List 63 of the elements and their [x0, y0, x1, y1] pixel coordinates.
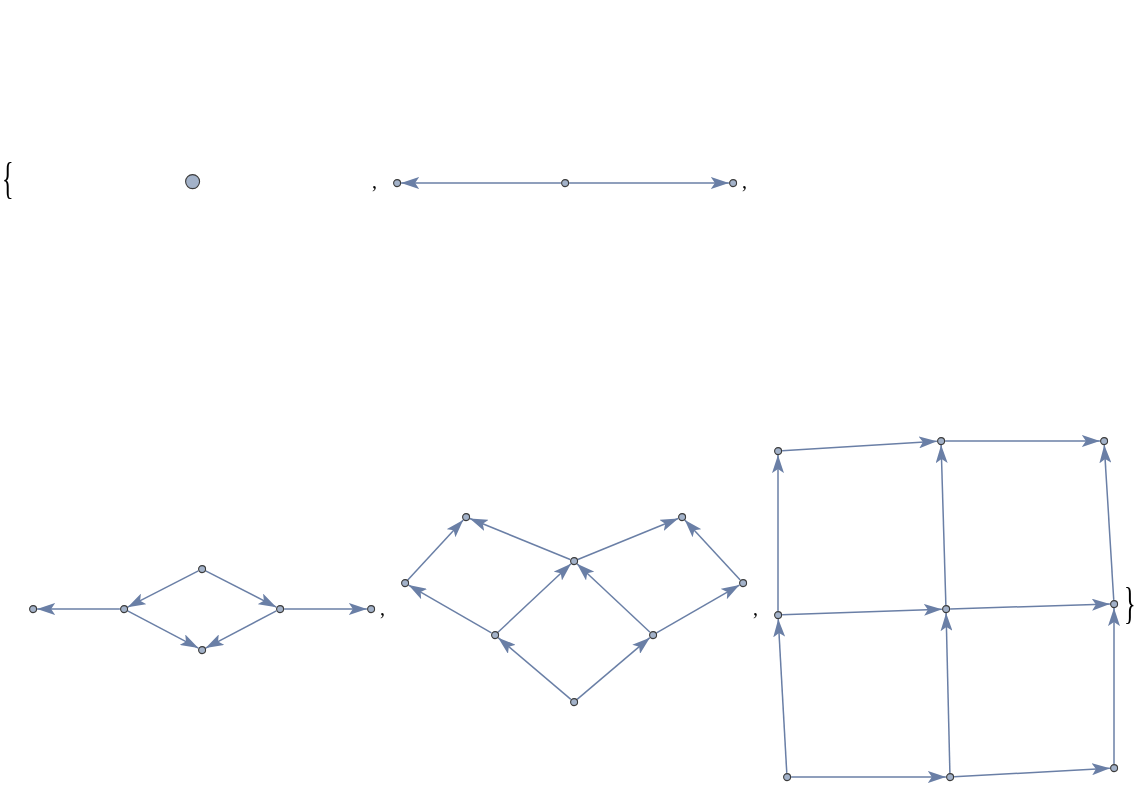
arrow: [684, 519, 741, 581]
arrow: [497, 563, 572, 633]
arrow: [772, 454, 784, 612]
graph-vertex: [936, 436, 946, 446]
graph-vertex: [782, 772, 792, 782]
arrow: [283, 603, 368, 615]
arrow: [126, 570, 200, 608]
arrow: [407, 584, 493, 634]
arrow: [577, 517, 679, 561]
arrow: [36, 603, 121, 615]
arrow: [940, 612, 953, 774]
arrow: [497, 636, 572, 701]
list-comma: ,: [372, 171, 377, 191]
arrow: [773, 618, 788, 774]
graph-vertex: [773, 446, 783, 456]
arrow: [949, 598, 1111, 611]
graph-vertex: [945, 772, 955, 782]
graph-vertex: [941, 604, 951, 614]
graph-vertex: [392, 178, 402, 188]
graph-vertex: [773, 610, 783, 620]
graph-vertex: [1099, 436, 1109, 446]
arrow: [944, 435, 1101, 447]
arrow: [400, 177, 562, 189]
graph-vertex: [1109, 599, 1119, 609]
arrow: [781, 603, 943, 616]
graph-vertex: [569, 556, 579, 566]
list-comma: ,: [753, 598, 758, 618]
graph-vertex: [28, 604, 38, 614]
graph-vertex: [569, 697, 579, 707]
graph-vertex: [119, 604, 129, 614]
arrow: [407, 519, 464, 581]
arrow: [576, 563, 651, 633]
arrow: [1108, 607, 1120, 765]
graph-vertex: [400, 578, 410, 588]
graph-vertex: [197, 564, 207, 574]
arrow: [655, 584, 741, 634]
graph-vertex: [1109, 763, 1119, 773]
arrow: [935, 444, 948, 606]
graph-vertex: [197, 645, 207, 655]
graph-vertex: [185, 174, 201, 190]
list-comma: ,: [742, 171, 747, 191]
arrow: [568, 177, 730, 189]
arrow: [790, 771, 947, 783]
graph-vertex: [677, 512, 687, 522]
graph-vertex: [738, 578, 748, 588]
list-brace: }: [1124, 582, 1136, 626]
graph-vertex: [490, 630, 500, 640]
arrow: [953, 763, 1111, 778]
graph-vertex: [275, 604, 285, 614]
list-comma: ,: [380, 598, 385, 618]
graph-vertex: [461, 512, 471, 522]
graph-vertex: [366, 604, 376, 614]
list-brace: {: [2, 157, 14, 201]
arrow: [469, 517, 571, 561]
arrow: [781, 436, 938, 452]
arrow: [576, 636, 651, 701]
graph-vertex: [648, 630, 658, 640]
graph-vertex: [728, 178, 738, 188]
arrow: [204, 570, 278, 608]
graph-vertex: [560, 178, 570, 188]
arrow: [1099, 444, 1115, 601]
arrow: [204, 610, 278, 649]
arrow: [126, 610, 200, 649]
